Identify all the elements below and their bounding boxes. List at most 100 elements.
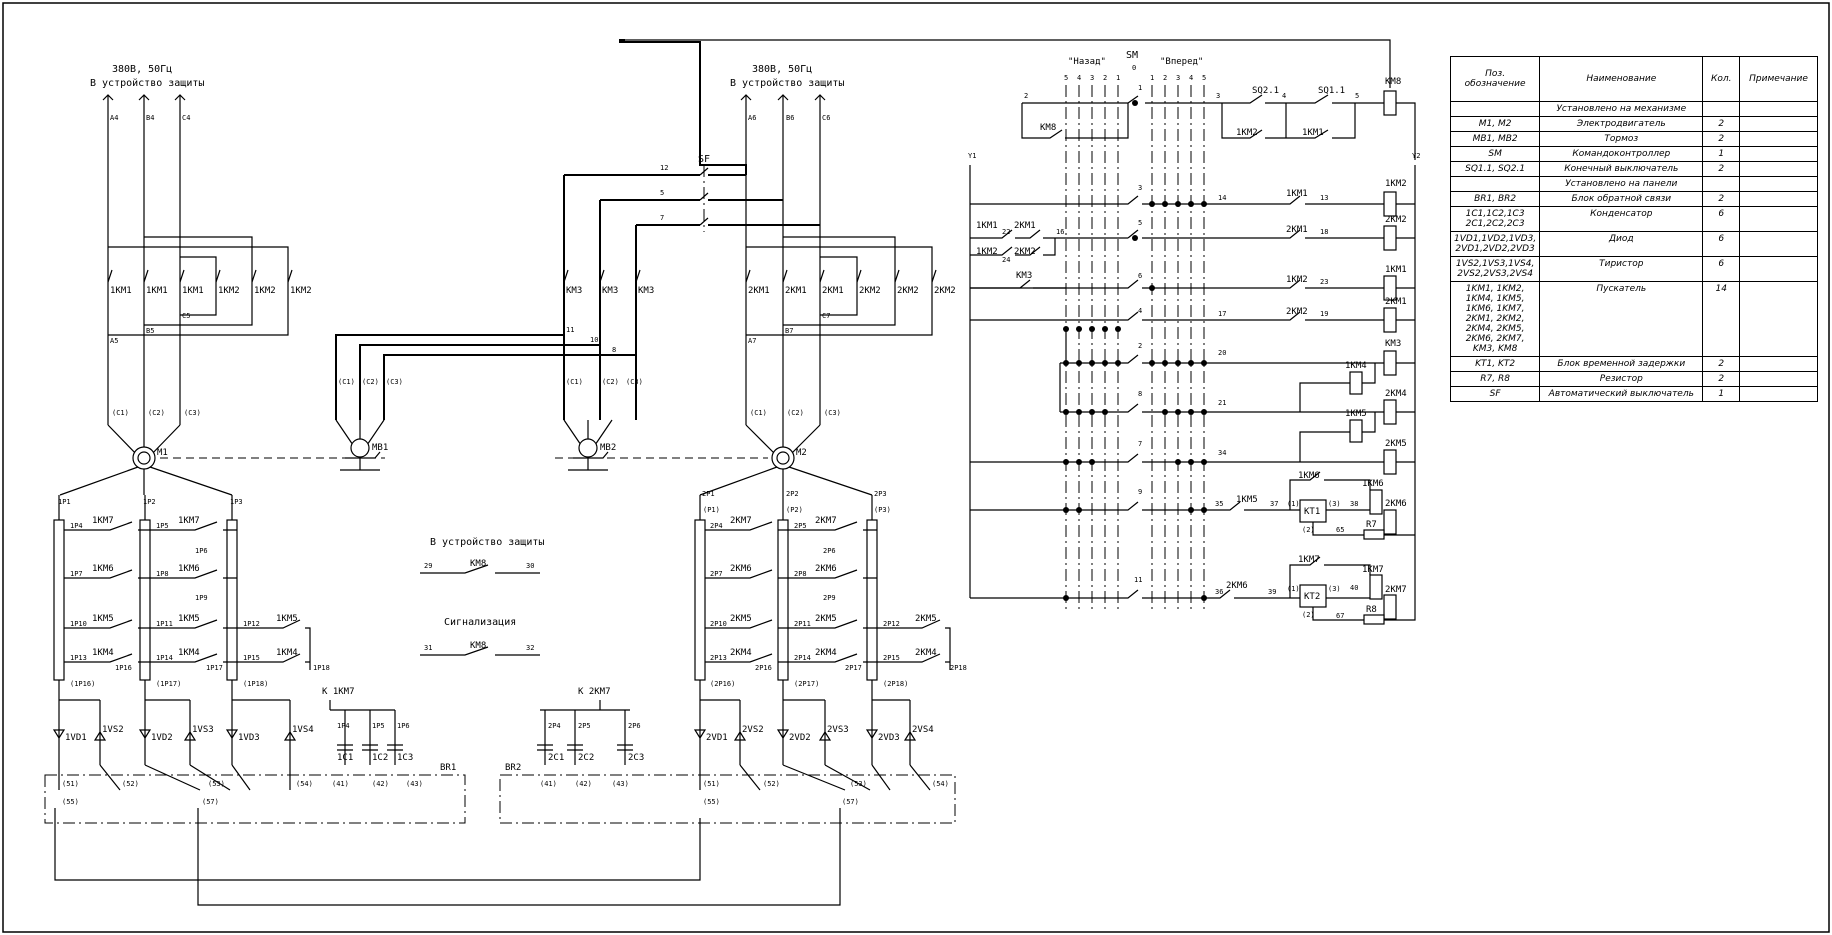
spec-cell-name: Тормоз <box>1539 131 1704 147</box>
signal-km8: KM8 <box>470 641 486 651</box>
kt2-n40: 40 <box>1350 584 1358 592</box>
n-2p4: 2P4 <box>710 522 723 530</box>
spec-cell-name: Электродвигатель <box>1539 116 1704 132</box>
power-voltage-left: 380В, 50Гц <box>112 64 172 75</box>
spec-cell-pos: SM <box>1449 146 1541 162</box>
n-1p7: 1P7 <box>70 570 83 578</box>
d-2vd2: 2VD2 <box>789 733 811 743</box>
contact-km3-b: KM3 <box>602 286 618 296</box>
lc-n22: 22 <box>1002 228 1010 236</box>
rotor-1p1: 1P1 <box>58 498 71 506</box>
contact-1km2-c: 1KM2 <box>290 286 312 296</box>
brake1-c1: (C1) <box>338 378 355 386</box>
kt2-label: KT2 <box>1304 592 1320 602</box>
rotor-circuit-right: 2P1 2P2 2P3 (P1) (P2) (P3) 2KM7 2KM7 2KM… <box>693 490 967 765</box>
br1-42: (42) <box>372 780 389 788</box>
sm-f1: 1 <box>1150 74 1154 82</box>
spec-cell-qty: 6 <box>1702 231 1741 257</box>
spec-cell-qty: 2 <box>1702 116 1741 132</box>
kt1-p2: (2) <box>1302 526 1315 534</box>
brake-mb2: MB2 <box>600 443 616 453</box>
spec-cell-pos: 1KM1, 1KM2, 1KM4, 1KM5, 1KM6, 1KM7, 2KM1… <box>1449 281 1541 357</box>
specification-table: Поз. обозначение Наименование Кол. Приме… <box>1449 56 1818 402</box>
spec-cell-name: Пускатель <box>1539 281 1704 357</box>
spec-cell-pos: 1VD1,1VD2,1VD3, 2VD1,2VD2,2VD3 <box>1449 231 1541 257</box>
spec-cell-pos <box>1449 176 1541 192</box>
n-1p8: 1P8 <box>156 570 169 578</box>
c-2km5-b: 2KM5 <box>815 614 837 624</box>
b-2p17: (2P17) <box>794 680 819 688</box>
kt2-contact: 2KM6 <box>1226 581 1248 591</box>
feedback-br1: BR1 (51) (52) (53) (54) (41) (42) (43) (… <box>44 763 841 906</box>
row4-n: 17 <box>1218 310 1226 318</box>
capacitors-right: К 2КМ7 2P4 2P5 2P6 2C1 2C2 2C3 <box>537 687 644 765</box>
spec-row: Установлено на панели <box>1449 176 1818 192</box>
contact-km3-a: KM3 <box>566 286 582 296</box>
spec-cell-note <box>1739 146 1818 162</box>
motor-m1: M1 <box>157 448 168 458</box>
n-1p6: 1P6 <box>195 547 208 555</box>
power-dest-right: В устройство защиты <box>730 77 844 89</box>
sm-c3: 3 <box>1138 184 1142 192</box>
spec-cell-pos: BR1, BR2 <box>1449 191 1541 207</box>
n-1p16: 1P16 <box>115 664 132 672</box>
c-1km4-b: 1KM4 <box>178 648 200 658</box>
caps-left-node2: 1P5 <box>372 722 385 730</box>
sf-node-8: 8 <box>612 346 616 354</box>
row1-n: 14 <box>1218 194 1226 202</box>
spec-cell-qty: 6 <box>1702 206 1741 232</box>
br2-57: (57) <box>842 798 859 806</box>
br1-label: BR1 <box>440 763 456 773</box>
spec-row: Установлено на механизме <box>1449 101 1818 117</box>
spec-cell-note <box>1739 191 1818 207</box>
n-1p11: 1P11 <box>156 620 173 628</box>
spec-col-qty: Кол. <box>1702 56 1741 102</box>
brake1-c3: (C3) <box>386 378 403 386</box>
spec-cell-name: Установлено на механизме <box>1539 101 1704 117</box>
phase-a6: A6 <box>748 114 756 122</box>
kt1-n65: 65 <box>1336 526 1344 534</box>
row1-c: 1KM1 <box>1286 189 1308 199</box>
top-n4: 4 <box>1282 92 1286 100</box>
contact-2km1-b: 2KM1 <box>785 286 807 296</box>
br1-52: (52) <box>122 780 139 788</box>
br1-55: (55) <box>62 798 79 806</box>
n-2p5: 2P5 <box>794 522 807 530</box>
row2-c: 2KM1 <box>1286 225 1308 235</box>
d-2vd3: 2VD3 <box>878 733 900 743</box>
caps-right-node2: 2P5 <box>578 722 591 730</box>
sm-c4: 4 <box>1138 307 1142 315</box>
brake2-c2: (C2) <box>602 378 619 386</box>
kt1-n35: 35 <box>1215 500 1223 508</box>
sf-label: SF <box>698 154 710 165</box>
spec-cell-qty <box>1702 176 1741 192</box>
row6-n: 21 <box>1218 399 1226 407</box>
contact-km3-c: KM3 <box>638 286 654 296</box>
spec-cell-qty: 2 <box>1702 371 1741 387</box>
br1-57: (57) <box>202 798 219 806</box>
phase-a4: A4 <box>110 114 118 122</box>
br2-52: (52) <box>763 780 780 788</box>
spec-cell-pos <box>1449 101 1541 117</box>
t-1vs2: 1VS2 <box>102 725 124 735</box>
rotor-rp1: (P1) <box>703 506 720 514</box>
b-2p18: (2P18) <box>883 680 908 688</box>
spec-cell-note <box>1739 116 1818 132</box>
spec-cell-note <box>1739 386 1818 402</box>
sm-b4: 4 <box>1077 74 1081 82</box>
phase-b6: B6 <box>786 114 794 122</box>
c-2km4-b: 2KM4 <box>815 648 837 658</box>
kt2-aux: 1KM7 <box>1298 555 1320 565</box>
n-2p9: 2P9 <box>823 594 836 602</box>
kt2-n39: 39 <box>1268 588 1276 596</box>
spec-cell-note <box>1739 101 1818 117</box>
top-n5: 5 <box>1355 92 1359 100</box>
sm-c6: 6 <box>1138 272 1142 280</box>
spec-cell-qty: 2 <box>1702 131 1741 147</box>
n-2p7: 2P7 <box>710 570 723 578</box>
d-1vd1: 1VD1 <box>65 733 87 743</box>
rotor-rp3: (P3) <box>874 506 891 514</box>
